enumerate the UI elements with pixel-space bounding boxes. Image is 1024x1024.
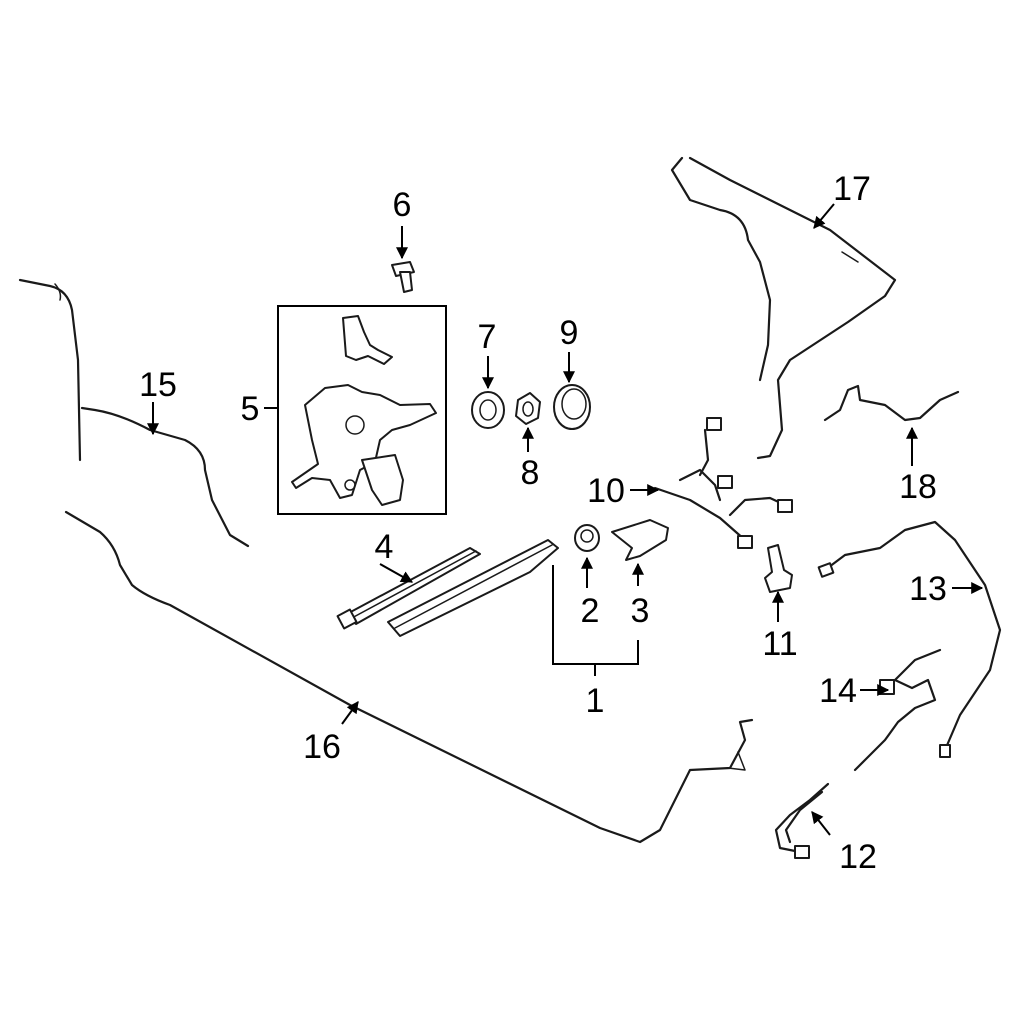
callout-9: 9 xyxy=(560,314,579,352)
wiper-motor-5[interactable] xyxy=(291,315,437,506)
bolt-6[interactable] xyxy=(391,261,415,293)
callout-6: 6 xyxy=(393,186,412,224)
arm-cover-3[interactable] xyxy=(611,519,669,561)
callout-7: 7 xyxy=(478,318,497,356)
callout-5: 5 xyxy=(241,390,260,428)
washer-hose-14[interactable] xyxy=(853,648,942,772)
callout-12: 12 xyxy=(839,838,877,876)
callout-18: 18 xyxy=(899,468,937,506)
wiring-harness-10[interactable] xyxy=(653,417,793,549)
washer-hose-12[interactable] xyxy=(774,782,830,859)
callout-17: 17 xyxy=(833,170,871,208)
washer-pump-11[interactable] xyxy=(764,544,793,593)
wiper-blade-4[interactable] xyxy=(336,547,481,630)
callout-11: 11 xyxy=(762,625,797,663)
callout-labels: 1 2 3 4 5 6 7 8 9 10 11 12 13 14 15 16 1… xyxy=(139,170,947,876)
nut-cap-2[interactable] xyxy=(574,524,600,552)
nut-8[interactable] xyxy=(515,392,541,425)
callout-3: 3 xyxy=(631,592,650,630)
washer-hose-17[interactable] xyxy=(670,156,897,460)
callout-15: 15 xyxy=(139,366,177,404)
callout-14: 14 xyxy=(819,672,857,710)
callout-4: 4 xyxy=(375,528,394,566)
cap-9[interactable] xyxy=(553,384,591,430)
grommet-7[interactable] xyxy=(471,391,505,429)
washer-hose-15[interactable] xyxy=(18,278,250,548)
wiper-arm-1[interactable] xyxy=(387,539,559,637)
wiper-motor-box xyxy=(277,305,447,515)
washer-hose-18[interactable] xyxy=(823,384,960,422)
leader-lines xyxy=(147,203,984,836)
callout-16: 16 xyxy=(303,728,341,766)
washer-hose-16[interactable] xyxy=(64,510,754,844)
callout-13: 13 xyxy=(909,570,947,608)
callout-10: 10 xyxy=(587,472,625,510)
callout-1: 1 xyxy=(586,682,605,720)
washer-hose-13[interactable] xyxy=(817,520,1002,758)
callout-8: 8 xyxy=(521,454,540,492)
callout-2: 2 xyxy=(581,592,600,630)
